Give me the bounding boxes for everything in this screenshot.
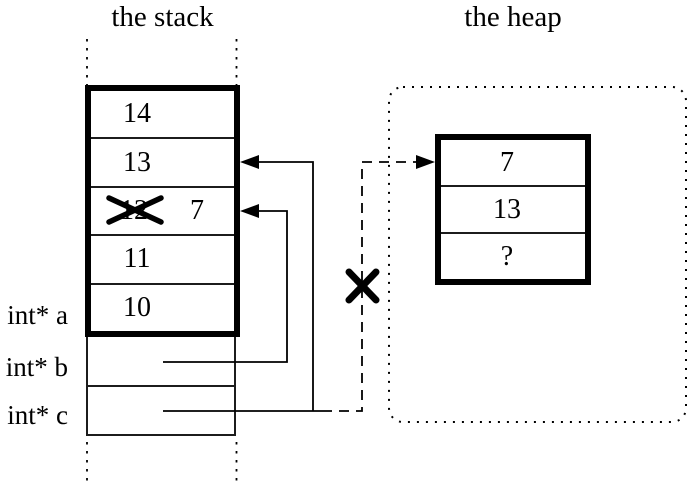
stack-cell-10: 10 [91,282,234,331]
stack-cell-value: 14 [123,98,151,130]
crossed-new-value: 7 [190,195,204,227]
heap-cell-value: 13 [493,193,521,225]
heap-cell-question: ? [441,232,585,279]
stack-cell-value: 10 [123,291,151,323]
heap-arrowhead-icon [416,155,435,169]
heap-block-box: 7 13 ? [435,134,591,285]
pointer-b-cell [88,337,234,385]
stack-title: the stack [111,1,214,33]
crossed-old-value: 12 [120,195,148,227]
pointer-label-c: int* c [7,400,68,430]
stack-cell-12-crossed: 12 7 [91,185,234,234]
stack-cell-14: 14 [91,91,234,137]
pointer-b-arrowhead-icon [240,204,259,218]
heap-cell-value: ? [500,240,514,272]
dangling-pointer-dashed-line [322,161,417,412]
stack-cell-13: 13 [91,137,234,185]
stack-cell-11: 11 [91,234,234,282]
heap-cell-7: 7 [441,140,585,185]
heap-title: the heap [464,1,562,33]
pointer-label-a: int* a [7,300,68,330]
heap-cell-13: 13 [441,185,585,232]
stack-cell-value: 13 [123,146,151,178]
invalid-pointer-cross-icon [345,268,380,304]
pointer-label-b: int* b [5,352,68,382]
pointer-c-cell [88,384,234,435]
stack-pointer-rows [86,337,236,436]
heap-cell-value: 7 [500,146,514,178]
pointer-c-arrowhead-icon [240,155,259,169]
stack-frame-box: 14 13 12 7 11 10 [85,85,240,337]
stack-cell-value: 11 [123,243,151,275]
